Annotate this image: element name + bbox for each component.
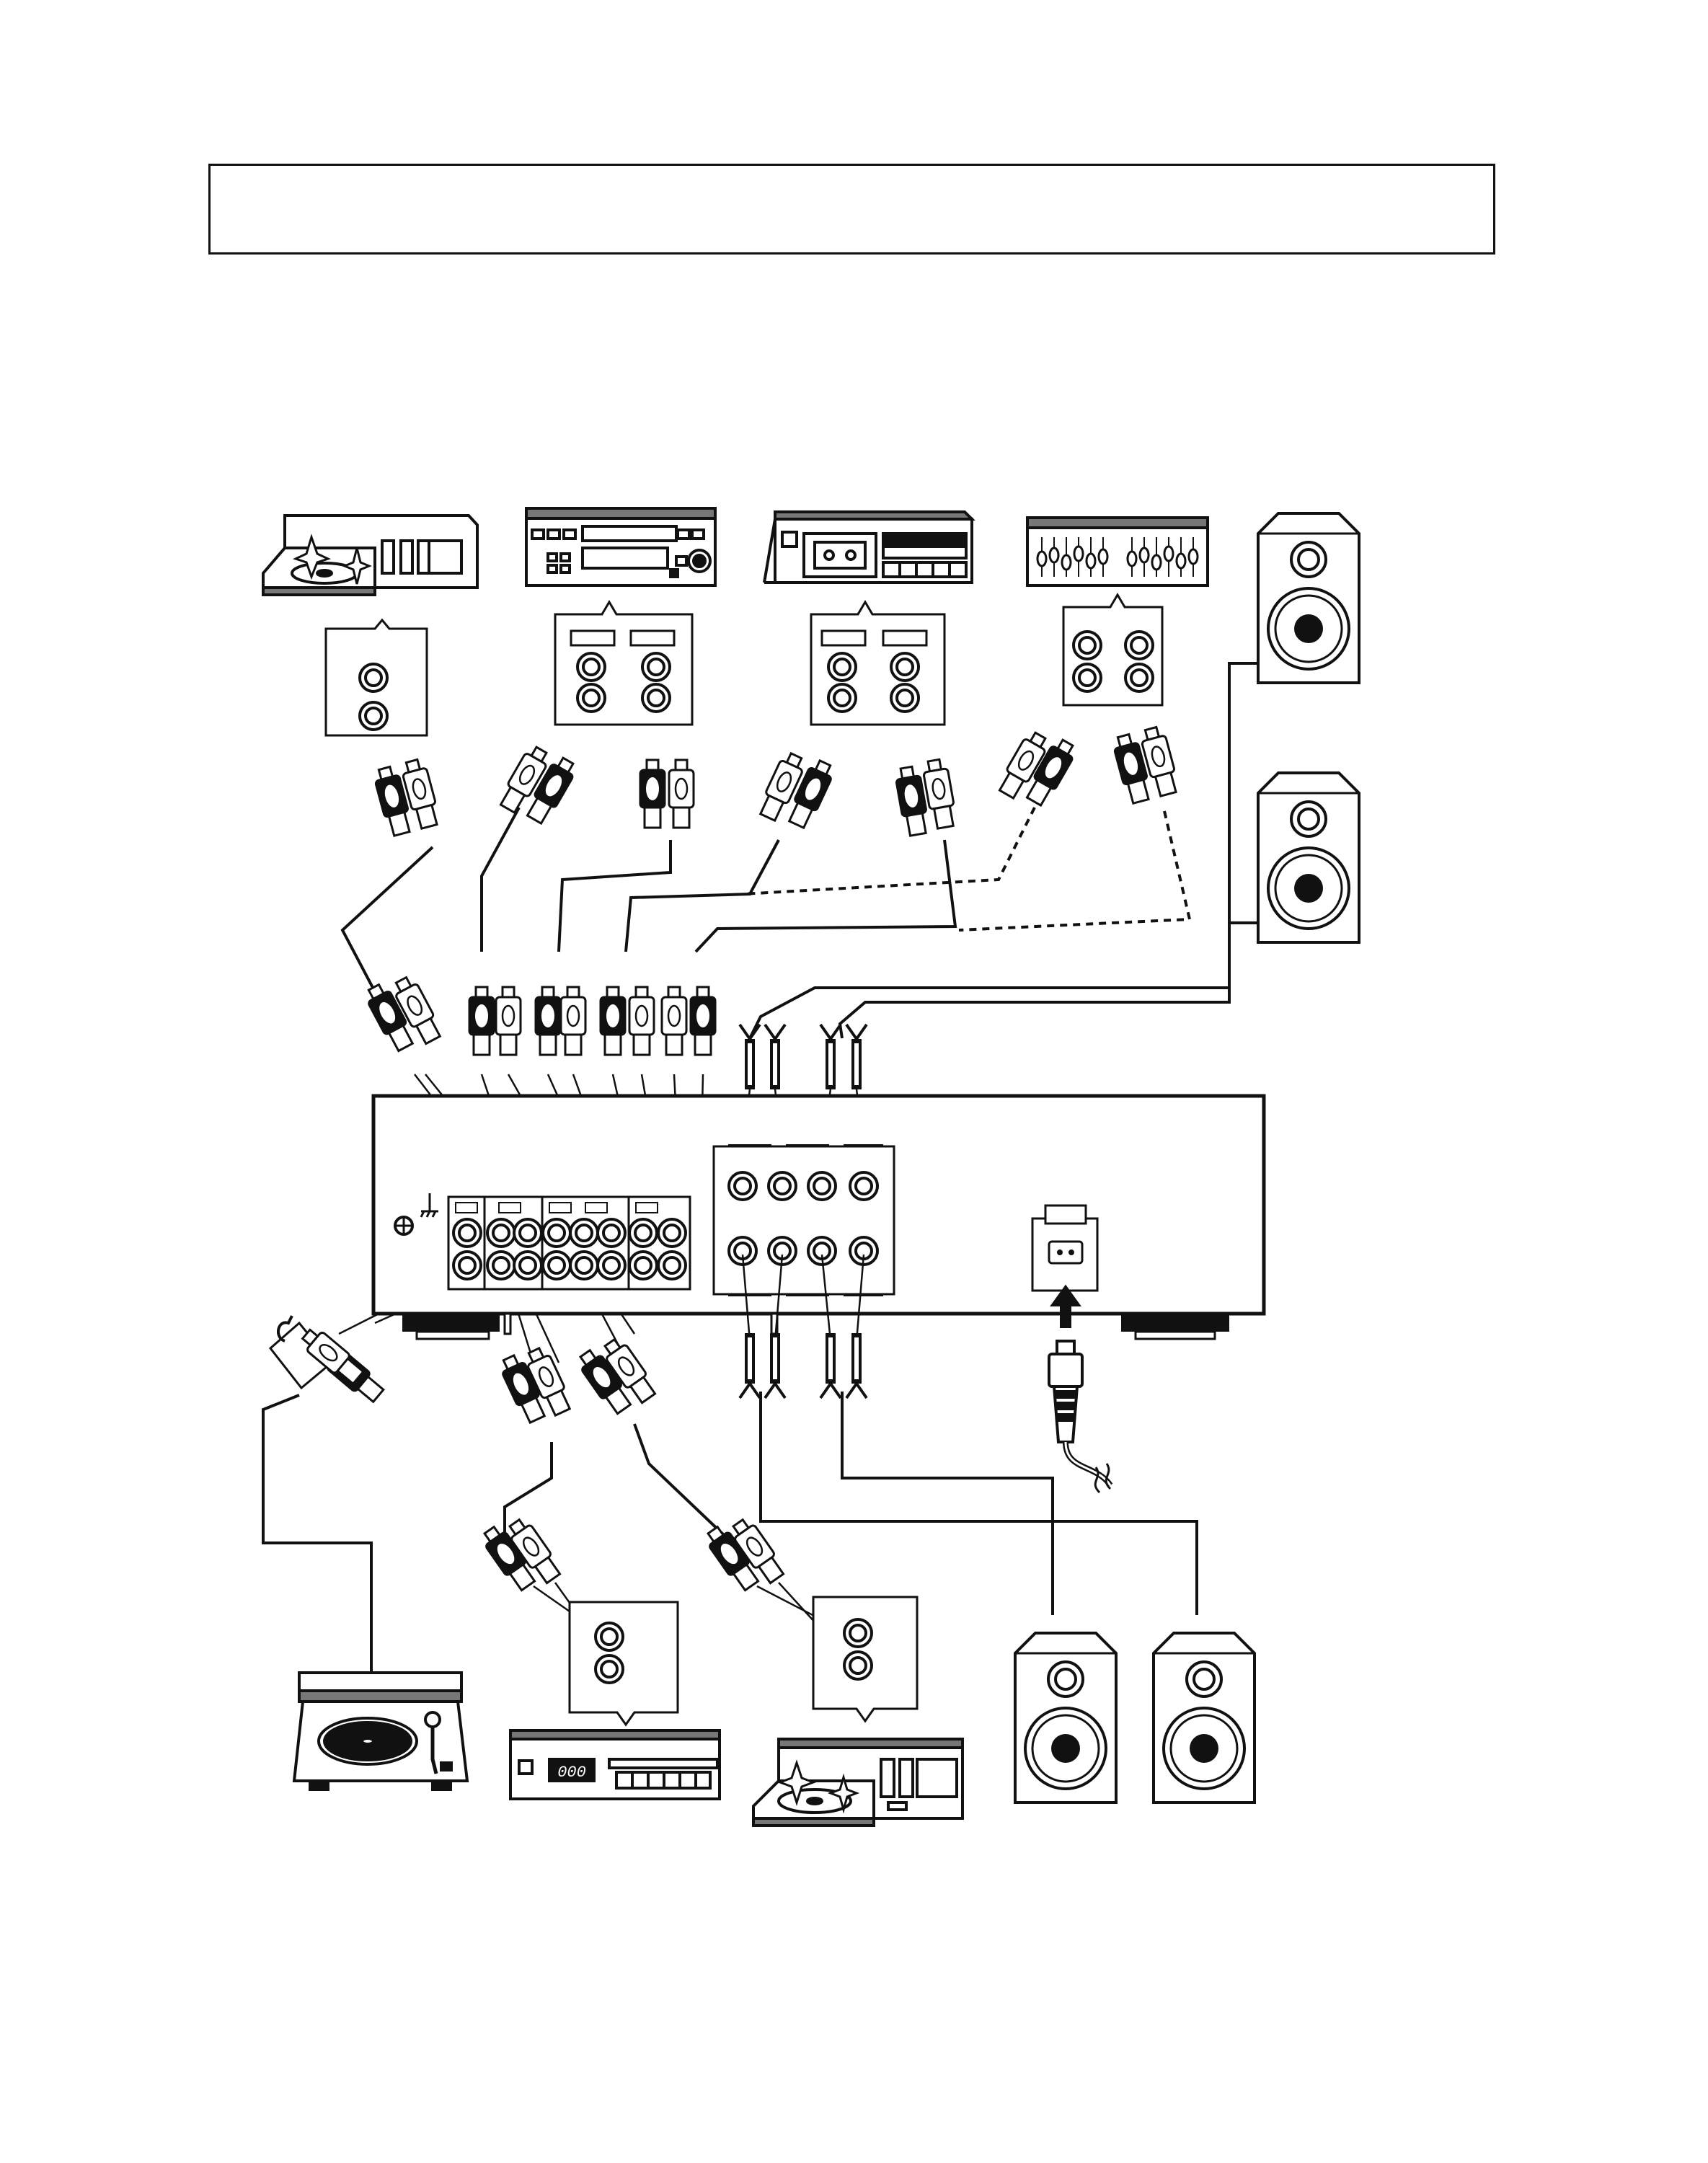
ground-symbol-icon (420, 1193, 438, 1218)
cable-cd-top (340, 846, 434, 999)
cd-player-bottom-icon (752, 1738, 964, 1827)
cable-tuner (503, 1442, 553, 1536)
tuner-icon: 000 (509, 1729, 721, 1800)
speaker-rear-right-icon (1152, 1632, 1256, 1804)
dashed-cables (742, 807, 1192, 932)
cable-dat-2 (557, 840, 672, 952)
speaker-plugs-bottom (738, 1254, 868, 1399)
cable-speaker-front-right (748, 662, 1258, 1039)
turntable-icon (292, 1671, 469, 1791)
cassette-deck-icon (763, 510, 975, 584)
amplifier-rear-panel-icon (371, 1094, 1266, 1340)
equalizer-icon (1026, 516, 1209, 587)
plugs-amp-outputs (268, 1315, 660, 1426)
speaker-front-right-icon (1257, 512, 1360, 684)
cable-speaker-rear-left (841, 1392, 1054, 1615)
terminal-jacks-top (358, 630, 1154, 731)
dat-deck-icon (525, 507, 717, 587)
plugs-top-row (371, 724, 1182, 839)
cable-cd-bottom (633, 1423, 726, 1537)
cable-cassette-2 (694, 839, 957, 953)
terminal-callouts-top (324, 593, 1164, 737)
power-plug-icon (1048, 1284, 1113, 1494)
speaker-front-left-icon (1257, 771, 1360, 944)
cable-turntable (262, 1394, 373, 1673)
cable-dat-1 (480, 807, 521, 952)
cd-player-top-icon (262, 514, 479, 596)
cable-speaker-rear-right (759, 1392, 1198, 1615)
cable-cassette-1 (624, 839, 780, 952)
plugs-amp-inputs (361, 973, 717, 1056)
cable-speaker-front-left (838, 921, 1258, 1039)
tuner-display: 000 (557, 1764, 586, 1782)
title-box (208, 164, 1495, 255)
speaker-rear-left-icon (1014, 1632, 1118, 1804)
